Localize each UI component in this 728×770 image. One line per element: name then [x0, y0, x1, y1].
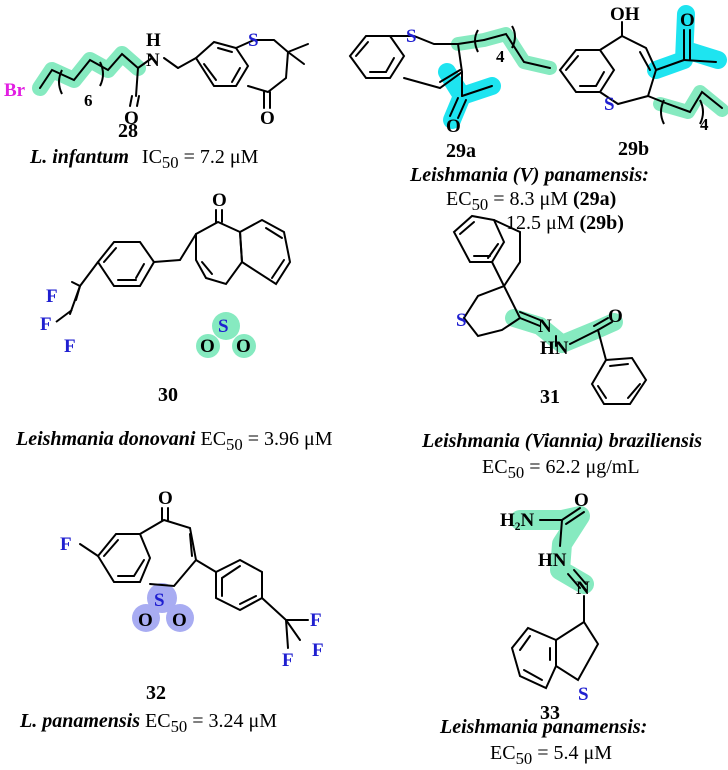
atom-32-o2: O [138, 610, 153, 631]
label-29b: 29b [618, 138, 650, 160]
atom-28-o2: O [260, 108, 275, 129]
organism-32: L. panamensis [20, 710, 141, 732]
sub-31: 50 [507, 463, 525, 482]
caption-33-value: EC50 = 5.4 μM [490, 742, 612, 769]
value-32: = 3.24 μM [187, 710, 278, 732]
sub-29: 50 [471, 195, 489, 214]
sub-30: 50 [226, 435, 243, 454]
label-32: 32 [146, 682, 166, 704]
atom-28-h: H [146, 30, 161, 51]
atom-28-n: N [146, 50, 160, 71]
atom-33-o: O [574, 490, 589, 511]
organism-28: L. infantum [30, 146, 129, 168]
value-29b: 12.5 μM [506, 212, 580, 234]
atom-29a-repeat: 4 [496, 47, 505, 66]
sub-32: 50 [170, 717, 188, 736]
highlight-29b-chain [653, 85, 728, 119]
atom-30-o: O [212, 190, 227, 211]
atom-32-f: F [60, 534, 72, 555]
label-33: 33 [540, 702, 560, 724]
metric-33: EC [490, 742, 516, 764]
caption-29b-value: 12.5 μM (29b) [506, 212, 624, 235]
atom-30-s: S [218, 316, 229, 337]
atom-28-repeat: 6 [84, 91, 93, 110]
atom-29b-oh: OH [610, 4, 640, 25]
atom-28-o1: O [124, 108, 139, 129]
atom-31-n: N [538, 316, 552, 337]
caption-30: Leishmania donovani EC50 = 3.96 μM [16, 428, 333, 455]
caption-33-organism: Leishmania panamensis: [440, 716, 647, 739]
atom-33-n: N [576, 578, 590, 599]
label-30: 30 [158, 384, 178, 406]
ref-29b: (29b) [579, 212, 624, 234]
ref-29a: (29a) [573, 188, 617, 210]
metric-30: EC [200, 428, 227, 450]
atom-32-f2: F [312, 640, 324, 661]
atom-32-f3: F [282, 650, 294, 671]
atom-32-f1: F [310, 610, 322, 631]
atom-31-hn: HN [540, 338, 569, 359]
atom-29b-s: S [604, 94, 615, 115]
value-28: = 7.2 μM [178, 146, 259, 168]
caption-32: L. panamensis EC50 = 3.24 μM [20, 710, 277, 737]
atom-29a-s: S [406, 26, 417, 47]
value-29a: = 8.3 μM [488, 188, 574, 210]
caption-28: L. infantum IC50 = 7.2 μM [30, 146, 258, 173]
caption-29a-value: EC50 = 8.3 μM (29a) [446, 188, 616, 215]
metric-29: EC [446, 188, 472, 210]
organism-33: Leishmania panamensis: [440, 716, 648, 738]
atom-28-s: S [248, 30, 259, 51]
value-30: = 3.96 μM [242, 428, 333, 450]
organism-29: Leishmania (V) panamensis: [410, 164, 649, 186]
atom-29b-o: O [680, 10, 695, 31]
atom-30-f2: F [40, 314, 52, 335]
organism-31: Leishmania (Viannia) braziliensis [422, 430, 703, 452]
label-28: 28 [118, 120, 138, 142]
atom-30-f1: F [46, 286, 58, 307]
atom-33-h2n: H₂N [500, 510, 534, 531]
atom-32-s: S [154, 590, 165, 611]
metric-28: IC [141, 146, 162, 168]
atom-32-o: O [158, 488, 173, 509]
metric-32: EC [145, 710, 171, 732]
atom-30-f3: F [64, 336, 76, 357]
caption-31-organism: Leishmania (Viannia) braziliensis [422, 430, 702, 453]
atom-labels: Br N H O S O 6 S O 4 OH O S 4 O S O O F … [4, 4, 709, 705]
label-31: 31 [540, 386, 560, 408]
sub-28: 50 [161, 153, 179, 172]
value-33: = 5.4 μM [532, 742, 613, 764]
value-31: = 62.2 μg/mL [524, 456, 640, 478]
atom-33-s: S [578, 684, 589, 705]
atom-29b-repeat: 4 [700, 115, 709, 134]
atom-33-hn: HN [538, 550, 567, 571]
metric-31: EC [482, 456, 508, 478]
organism-30: Leishmania donovani [16, 428, 196, 450]
atom-31-o: O [608, 306, 623, 327]
label-29a: 29a [446, 140, 476, 162]
sub-33: 50 [515, 749, 533, 768]
bonds [39, 21, 723, 690]
atom-29a-o: O [446, 116, 461, 137]
atom-31-s: S [456, 310, 467, 331]
atom-30-o2: O [200, 336, 215, 357]
atom-30-o3: O [236, 336, 251, 357]
caption-31-value: EC50 = 62.2 μg/mL [482, 456, 640, 483]
caption-29-organism: Leishmania (V) panamensis: [410, 164, 649, 187]
atom-32-o3: O [172, 610, 187, 631]
atom-28-br: Br [4, 80, 26, 101]
